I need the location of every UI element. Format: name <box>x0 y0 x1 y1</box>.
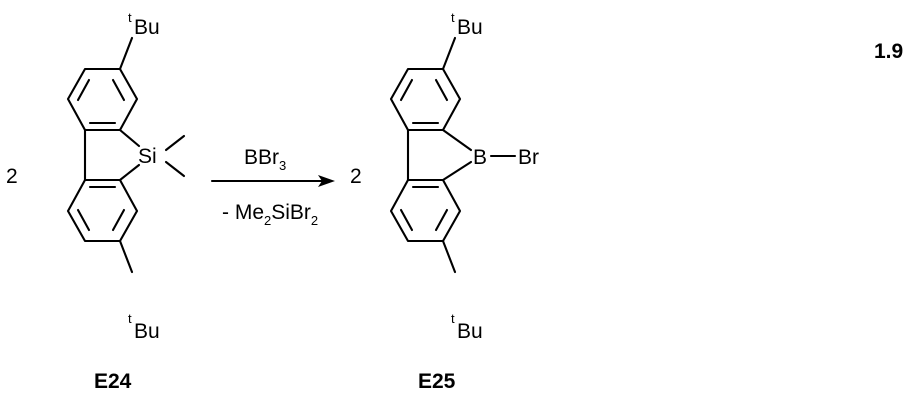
byproduct-below-arrow: - Me2SiBr2 <box>222 201 318 228</box>
product-lower-ring-double-3 <box>399 208 414 232</box>
lower-ring-double-2 <box>111 208 126 232</box>
lower-ring-double-3 <box>76 208 91 232</box>
equation-number: 1.9 <box>874 40 903 63</box>
product-tbu-bottom-label: Bu <box>457 320 483 343</box>
product-lower-ring-double-2 <box>434 208 449 232</box>
tbu-bond-bottom <box>118 239 134 274</box>
product-tbu-bond-top <box>441 36 457 71</box>
reagent-above-arrow: BBr3 <box>244 146 286 173</box>
product-molecule: B Br t Bu t Bu <box>389 10 539 343</box>
product-c-b-bond-bottom <box>441 160 473 182</box>
reactant-silicon-label: Si <box>138 145 157 168</box>
reactant-molecule: Si t Bu t Bu <box>66 10 186 343</box>
product-compound-label: E25 <box>418 370 456 393</box>
product-c-b-bond-top <box>441 128 473 152</box>
product-bromine-label: Br <box>518 146 539 169</box>
c-si-bond-bottom <box>118 163 141 182</box>
si-methyl-1 <box>164 134 186 152</box>
reactant-compound-label: E24 <box>94 370 132 393</box>
product-upper-ring-double-1 <box>434 78 449 102</box>
product-tbu-top-sup: t <box>451 10 455 25</box>
c-si-bond-top <box>118 128 141 148</box>
si-methyl-2 <box>164 160 186 178</box>
arrow-head <box>318 175 335 187</box>
upper-ring-double-1 <box>111 78 126 102</box>
product-tbu-bottom-sup: t <box>451 311 455 326</box>
reactant-tbu-top-label: Bu <box>134 16 160 39</box>
reactant-tbu-top-sup: t <box>128 10 132 25</box>
upper-ring-double-2 <box>76 78 91 102</box>
product-tbu-top-label: Bu <box>457 16 483 39</box>
product-boron-label: B <box>473 146 487 169</box>
product-upper-ring-double-2 <box>399 78 414 102</box>
reaction-arrow <box>210 175 335 187</box>
reactant-stoichiometry: 2 <box>6 165 18 188</box>
tbu-bond-top <box>118 36 134 71</box>
product-tbu-bond-bottom <box>441 239 457 274</box>
product-stoichiometry: 2 <box>350 165 362 188</box>
reactant-tbu-bottom-sup: t <box>128 311 132 326</box>
reactant-tbu-bottom-label: Bu <box>134 320 160 343</box>
